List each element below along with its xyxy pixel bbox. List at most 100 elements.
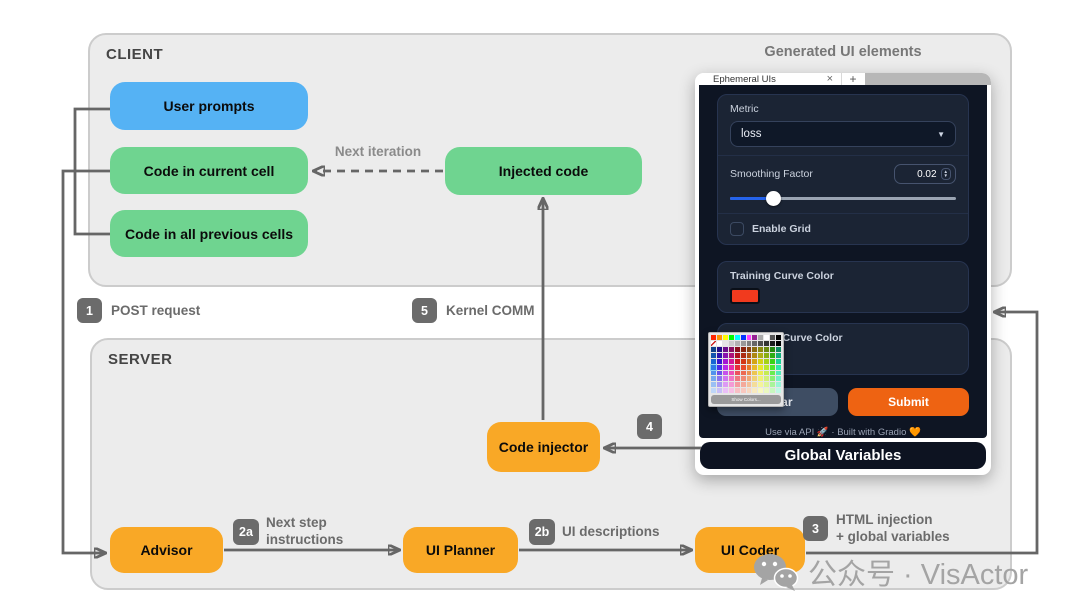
palette-swatch[interactable] <box>711 352 716 358</box>
palette-swatch[interactable] <box>764 370 770 376</box>
palette-swatch[interactable] <box>764 382 770 388</box>
palette-swatch[interactable] <box>770 340 776 346</box>
palette-swatch[interactable] <box>716 370 722 376</box>
palette-swatch[interactable] <box>758 346 764 352</box>
palette-swatch[interactable] <box>746 358 752 364</box>
palette-swatch[interactable] <box>740 352 746 358</box>
palette-swatch[interactable] <box>776 335 782 340</box>
palette-swatch[interactable] <box>734 382 740 388</box>
show-colors-button[interactable]: Show Colors... <box>711 395 781 405</box>
smoothing-number-input[interactable]: 0.02 ▲ ▼ <box>894 164 956 185</box>
palette-swatch[interactable] <box>728 346 734 352</box>
palette-swatch[interactable] <box>740 382 746 388</box>
palette-swatch[interactable] <box>711 370 716 376</box>
palette-swatch[interactable] <box>740 346 746 352</box>
palette-swatch[interactable] <box>776 388 782 394</box>
palette-swatch[interactable] <box>764 376 770 382</box>
palette-swatch[interactable] <box>776 346 782 352</box>
browser-tab[interactable]: Ephemeral UIs × <box>695 73 841 85</box>
palette-swatch[interactable] <box>711 335 716 340</box>
built-with-gradio-link[interactable]: Built with Gradio <box>837 427 907 439</box>
smoothing-slider[interactable] <box>730 191 956 207</box>
palette-swatch[interactable] <box>770 364 776 370</box>
palette-swatch[interactable] <box>746 346 752 352</box>
palette-swatch[interactable] <box>746 382 752 388</box>
palette-swatch[interactable] <box>734 388 740 394</box>
palette-swatch[interactable] <box>758 388 764 394</box>
palette-swatch[interactable] <box>722 364 728 370</box>
palette-swatch[interactable] <box>711 346 716 352</box>
palette-swatch[interactable] <box>728 382 734 388</box>
palette-swatch[interactable] <box>711 358 716 364</box>
palette-swatch[interactable] <box>740 376 746 382</box>
palette-swatch[interactable] <box>776 382 782 388</box>
palette-swatch[interactable] <box>752 358 758 364</box>
palette-swatch[interactable] <box>716 382 722 388</box>
palette-swatch[interactable] <box>728 388 734 394</box>
palette-swatch[interactable] <box>764 364 770 370</box>
palette-swatch[interactable] <box>716 340 722 346</box>
palette-swatch[interactable] <box>776 352 782 358</box>
palette-swatch[interactable] <box>728 364 734 370</box>
palette-swatch[interactable] <box>764 346 770 352</box>
palette-swatch[interactable] <box>752 376 758 382</box>
palette-swatch[interactable] <box>734 346 740 352</box>
palette-swatch[interactable] <box>734 340 740 346</box>
palette-swatch[interactable] <box>734 358 740 364</box>
palette-swatch[interactable] <box>740 370 746 376</box>
palette-swatch[interactable] <box>764 340 770 346</box>
palette-swatch[interactable] <box>770 352 776 358</box>
palette-swatch[interactable] <box>716 376 722 382</box>
palette-swatch[interactable] <box>770 346 776 352</box>
palette-swatch[interactable] <box>710 363 717 371</box>
stepper-icon[interactable]: ▲ ▼ <box>940 168 951 181</box>
palette-swatch[interactable] <box>722 340 728 346</box>
palette-swatch[interactable] <box>746 364 752 370</box>
color-picker-popup[interactable]: Show Colors... <box>708 332 784 408</box>
palette-swatch[interactable] <box>776 376 782 382</box>
palette-swatch[interactable] <box>728 358 734 364</box>
palette-swatch[interactable] <box>752 335 758 340</box>
training-color-swatch[interactable] <box>730 288 760 305</box>
stepper-down-icon[interactable]: ▼ <box>943 173 948 179</box>
palette-swatch[interactable] <box>758 335 764 340</box>
palette-swatch[interactable] <box>740 364 746 370</box>
palette-swatch[interactable] <box>770 370 776 376</box>
palette-swatch[interactable] <box>740 335 746 340</box>
palette-swatch[interactable] <box>740 388 746 394</box>
palette-swatch[interactable] <box>740 358 746 364</box>
palette-swatch[interactable] <box>746 352 752 358</box>
palette-swatch[interactable] <box>758 340 764 346</box>
palette-swatch[interactable] <box>752 388 758 394</box>
palette-swatch[interactable] <box>758 352 764 358</box>
new-tab-icon[interactable]: + <box>841 73 864 86</box>
enable-grid-checkbox[interactable] <box>730 222 744 237</box>
palette-swatch[interactable] <box>746 370 752 376</box>
palette-swatch[interactable] <box>764 358 770 364</box>
palette-swatch[interactable] <box>752 340 758 346</box>
palette-swatch[interactable] <box>722 382 728 388</box>
palette-swatch[interactable] <box>752 370 758 376</box>
palette-swatch[interactable] <box>728 370 734 376</box>
palette-swatch[interactable] <box>711 340 716 346</box>
palette-swatch[interactable] <box>722 346 728 352</box>
palette-swatch[interactable] <box>770 376 776 382</box>
palette-swatch[interactable] <box>728 335 734 340</box>
palette-swatch[interactable] <box>764 335 770 340</box>
palette-swatch[interactable] <box>746 335 752 340</box>
submit-button[interactable]: Submit <box>848 388 969 417</box>
palette-swatch[interactable] <box>716 352 722 358</box>
palette-swatch[interactable] <box>752 382 758 388</box>
palette-swatch[interactable] <box>758 370 764 376</box>
slider-track[interactable] <box>730 197 956 201</box>
metric-dropdown[interactable]: loss ▼ <box>730 121 956 148</box>
palette-swatch[interactable] <box>716 358 722 364</box>
palette-swatch[interactable] <box>716 346 722 352</box>
palette-swatch[interactable] <box>728 340 734 346</box>
palette-swatch[interactable] <box>746 340 752 346</box>
palette-swatch[interactable] <box>770 388 776 394</box>
palette-swatch[interactable] <box>734 376 740 382</box>
palette-swatch[interactable] <box>728 352 734 358</box>
palette-swatch[interactable] <box>764 388 770 394</box>
palette-swatch[interactable] <box>764 352 770 358</box>
